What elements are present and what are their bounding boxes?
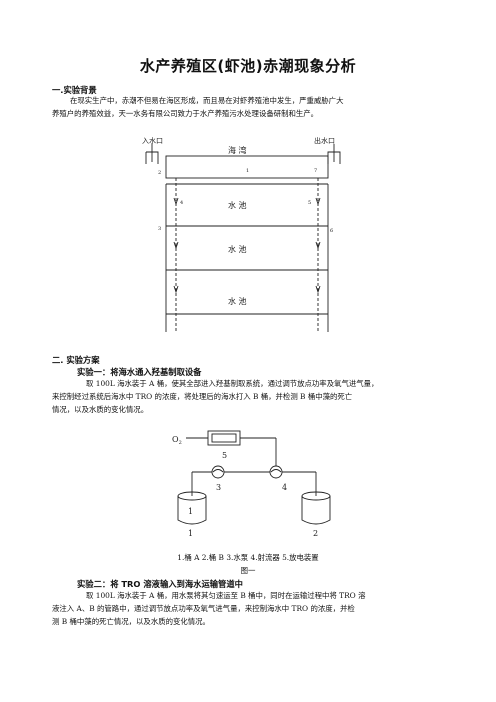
bay-label: 海 湾 — [228, 145, 247, 155]
num-6: 6 — [330, 228, 333, 234]
section1-heading: 一.实验背景 — [52, 85, 97, 95]
exp1-heading: 实验一：将海水通入羟基制取设备 — [77, 367, 202, 377]
num-1: 1 — [246, 168, 249, 174]
exp2-heading: 实验二：将 TRO 溶液输入到海水运输管道中 — [77, 579, 243, 589]
fig2-label-1: 1 — [188, 529, 193, 538]
fig2-label-3: 3 — [216, 483, 221, 492]
outlet-label: 出水口 — [314, 136, 335, 145]
section1-para-line1: 在现实生产中，赤潮不但易在海区形成，而且易在对虾养殖池中发生，严重威胁广大 — [70, 96, 344, 105]
num-3: 3 — [158, 226, 161, 232]
exp1-para-line1: 取 100L 海水装于 A 桶，使其全部进入羟基制取系统，通过调节放点功率及氧气… — [86, 379, 379, 388]
o2-label: O2 — [172, 435, 182, 446]
pool-label-3: 水 池 — [228, 296, 247, 306]
inlet-label: 入水口 — [142, 136, 163, 145]
pool-label-2: 水 池 — [228, 244, 247, 254]
section2-heading: 二. 实验方案 — [52, 355, 100, 365]
num-2: 2 — [158, 170, 161, 176]
exp1-para-line3: 情况，以及水质的变化情况。 — [52, 405, 149, 414]
page-title: 水产养殖区(虾池)赤潮现象分析 — [139, 57, 357, 75]
num-5: 5 — [308, 200, 311, 206]
num-4: 4 — [180, 200, 183, 206]
pool-label-1: 水 池 — [228, 200, 247, 210]
figure2-label: 图一 — [240, 566, 256, 575]
figure2-caption: 1.桶 A 2.桶 B 3.水泵 4.射流器 5.放电装置 — [177, 553, 319, 562]
exp2-para-line2: 液注入 A、B 的管路中，通过调节放点功率及氧气进气量，来控制海水中 TRO 的… — [52, 604, 355, 613]
pond-layout-diagram: 入水口 出水口 海 湾 水 池 水 池 水 池 1 2 3 4 5 6 7 — [142, 136, 341, 332]
fig2-label-5: 5 — [222, 451, 227, 460]
num-7: 7 — [314, 168, 317, 174]
exp2-para-line3: 测 B 桶中藻的死亡情况，以及水质的变化情况。 — [52, 617, 210, 626]
fig2-label-1-inside: 1 — [188, 507, 193, 516]
fig2-label-4: 4 — [282, 483, 287, 492]
fig2-label-2: 2 — [313, 529, 318, 538]
section1-para-line2: 养殖户的养殖效益，天一水务有限公司致力于水产养殖污水处理设备研制和生产。 — [52, 109, 319, 118]
exp1-para-line2: 来控制经过系统后海水中 TRO 的浓度，将处理后的海水打入 B 桶，并检测 B … — [52, 392, 353, 401]
exp2-para-line1: 取 100L 海水装于 A 桶，用水泵将其匀速运至 B 桶中，同时在运输过程中将… — [86, 591, 366, 600]
apparatus-diagram: O2 5 3 4 1 1 2 — [172, 430, 331, 538]
